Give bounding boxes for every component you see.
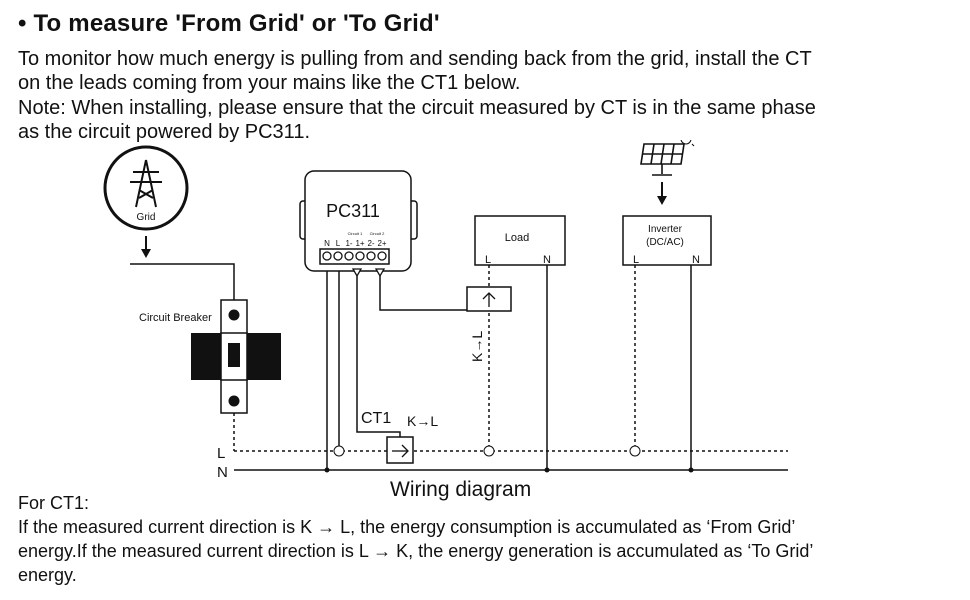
l-line-label: L [217,445,225,462]
inverter-l-label: L [633,254,639,266]
ct1-clamp: CT1 K→L [361,410,438,464]
load-label: Load [505,232,529,244]
terminal-label-2+: 2+ [377,239,386,248]
footer-line-2: energy.If the measured current direction… [18,541,814,561]
device-label: PC311 [326,201,380,221]
inverter-n-label: N [692,254,700,266]
n-line-label: N [217,464,228,480]
load-box: Load L N [474,215,566,266]
intro-line-1: To monitor how much energy is pulling fr… [18,48,812,70]
sun-icon [680,140,695,147]
footer-line-3: energy. [18,565,77,585]
grid-symbol: Grid [103,145,189,231]
terminal-label-1+: 1+ [355,239,364,248]
pc311-device: PC311 Circuit 1 Circuit 2 N L 1- 1+ 2- 2… [299,170,418,272]
load-n-label: N [543,254,551,266]
breaker-label: Circuit Breaker [139,312,212,324]
page-title: • To measure 'From Grid' or 'To Grid' [18,10,440,37]
inverter-box: Inverter (DC/AC) L N [622,215,712,266]
circuit2-label: Circuit 2 [370,231,385,236]
solar-panel-icon [640,143,685,176]
ct1-direction-label: K→L [407,413,438,429]
intro-line-2: on the leads coming from your mains like… [18,72,521,94]
note-line-1: Note: When installing, please ensure tha… [18,97,816,119]
inverter-type-label: (DC/AC) [646,237,684,248]
inverter-label: Inverter [648,224,683,235]
note-paragraph: Note: When installing, please ensure tha… [18,96,816,144]
footer-title: For CT1: [18,493,90,513]
intro-paragraph: To monitor how much energy is pulling fr… [18,47,812,95]
ct1-label: CT1 [361,410,391,427]
ct-load-direction-label: K→L [469,331,485,362]
diagram-caption: Wiring diagram [390,478,532,501]
note-line-2: as the circuit powered by PC311. [18,121,311,143]
ct2-lead-wire [379,276,467,311]
ct-load-clamp: K→L [466,286,512,362]
terminal-label-1-: 1- [345,239,352,248]
pylon-icon [130,159,162,208]
arrow-down-icon [657,182,667,205]
footer-line-1: If the measured current direction is K →… [18,517,796,537]
footer-notes: For CT1: If the measured current directi… [18,491,968,587]
terminal-label-l: L [336,239,341,248]
load-l-label: L [485,254,491,266]
circuit1-label: Circuit 1 [348,231,363,236]
grid-label: Grid [137,212,156,223]
arrow-down-icon [141,236,151,258]
circuit-breaker: Circuit Breaker [139,299,281,414]
ct1-lead-wire [356,276,401,437]
wiring-diagram: Grid Circuit Breaker L N PC311 Circuit 1… [103,140,788,480]
terminal-label-2-: 2- [367,239,374,248]
terminal-label-n: N [324,239,330,248]
mains-feed-wire [130,263,235,300]
